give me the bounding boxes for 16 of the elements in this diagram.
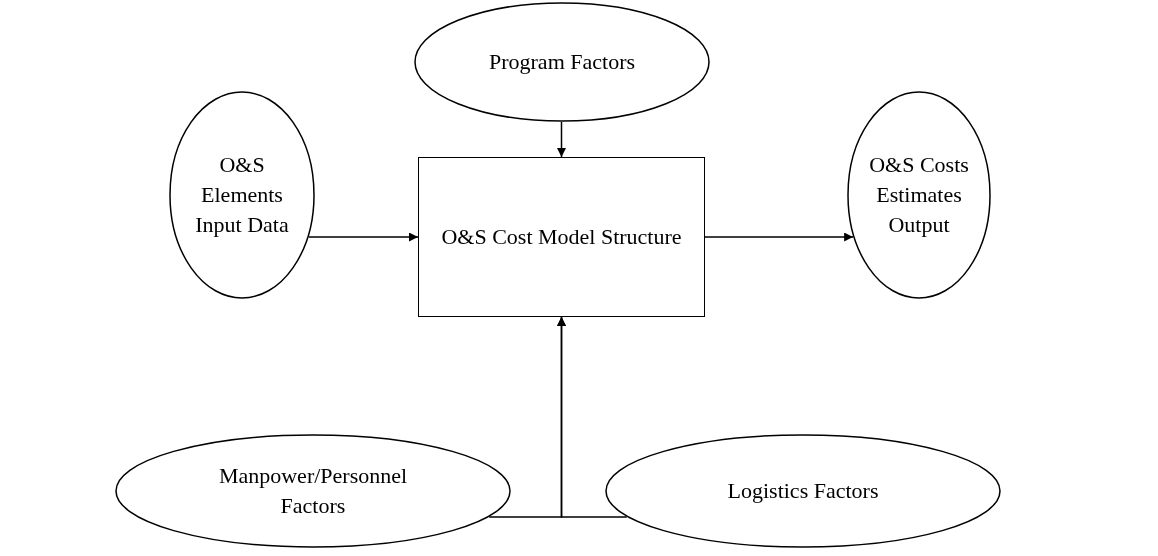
ellipse-node (605, 434, 1001, 548)
ellipse-node (414, 2, 710, 122)
node-label: Logistics Factors (727, 477, 879, 505)
node-label: O&S Costs Estimates Output (868, 151, 970, 239)
ellipse-node (847, 91, 991, 299)
node-label: O&S Elements Input Data (194, 151, 290, 239)
process-box (418, 157, 705, 317)
arrow (557, 121, 566, 158)
node-label: Manpower/Personnel Factors (217, 462, 409, 520)
arrow (704, 232, 854, 242)
ellipse-node (115, 434, 511, 548)
ellipse-node (169, 91, 315, 299)
node-label: Program Factors (489, 48, 635, 76)
node-label: O&S Cost Model Structure (441, 223, 682, 251)
arrow (557, 316, 628, 518)
arrow (308, 232, 419, 242)
